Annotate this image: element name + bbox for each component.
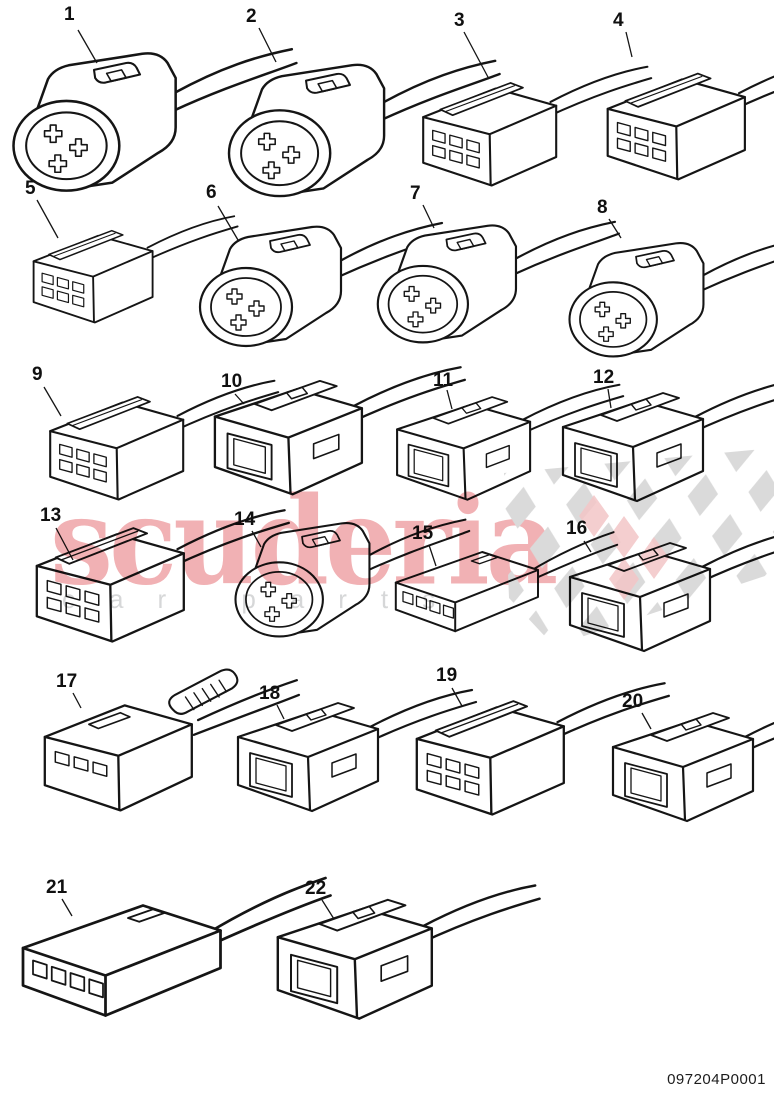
part-number-text: 097204P0001 xyxy=(667,1071,766,1088)
item-number-16: 16 xyxy=(566,518,588,539)
item-number-7: 7 xyxy=(410,183,421,204)
item-number-18: 18 xyxy=(259,683,281,704)
item-number-19: 19 xyxy=(436,665,458,686)
leader-lines xyxy=(36,27,652,920)
item-number-9: 9 xyxy=(32,364,43,385)
item-number-22: 22 xyxy=(305,878,327,899)
connector-8-drawing xyxy=(568,238,774,358)
item-number-1: 1 xyxy=(64,4,75,25)
item-number-4: 4 xyxy=(613,10,624,31)
connector-22-drawing xyxy=(276,884,541,1020)
item-number-10: 10 xyxy=(221,371,243,392)
item-number-13: 13 xyxy=(40,505,62,526)
connector-12-drawing xyxy=(561,378,774,503)
connector-4-drawing xyxy=(606,55,774,181)
item-number-12: 12 xyxy=(593,367,615,388)
item-number-6: 6 xyxy=(206,182,217,203)
item-number-20: 20 xyxy=(622,691,644,712)
item-number-5: 5 xyxy=(25,178,36,199)
item-number-11: 11 xyxy=(433,370,454,391)
item-number-21: 21 xyxy=(46,877,68,898)
item-number-8: 8 xyxy=(597,197,608,218)
item-number-17: 17 xyxy=(56,671,78,692)
connector-20-drawing xyxy=(611,698,774,823)
item-number-15: 15 xyxy=(412,523,434,544)
item-number-3: 3 xyxy=(454,10,465,31)
item-number-14: 14 xyxy=(234,509,256,530)
connector-16-drawing xyxy=(568,528,774,653)
item-number-2: 2 xyxy=(246,6,257,27)
